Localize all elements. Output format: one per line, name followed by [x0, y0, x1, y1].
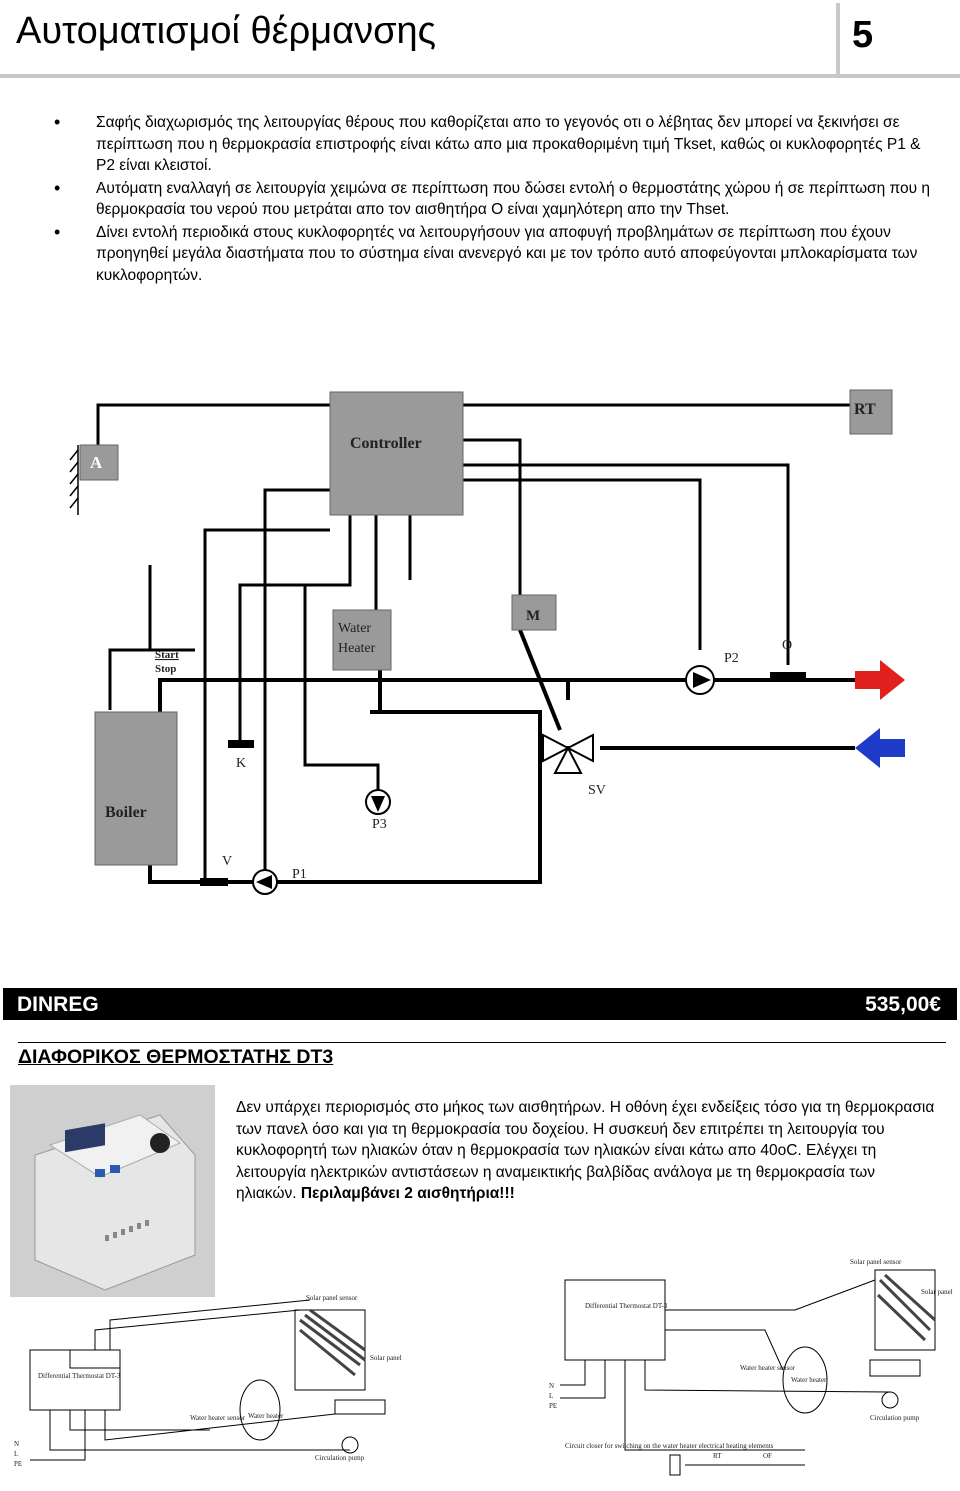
label-p1: P1 — [292, 867, 307, 882]
controller-box — [329, 391, 464, 516]
sensor-o — [770, 672, 806, 680]
wire-p1-controller — [263, 488, 330, 880]
wl-solar-panel: Solar panel — [370, 1354, 402, 1362]
motor-box — [511, 594, 557, 631]
label-v: V — [222, 854, 232, 869]
wl-pump: Circulation pump — [315, 1454, 365, 1462]
wr-circuit-closer: Circuit closer for switching on the wate… — [565, 1442, 774, 1450]
wire-k-controller — [238, 583, 320, 740]
sensor-v — [200, 878, 228, 886]
wr-solar-panel: Solar panel — [921, 1288, 953, 1296]
wr-water-heater-sensor: Water heater sensor — [740, 1364, 796, 1372]
product-title: ΔΙΑΦΟΡΙΚΟΣ ΘΕΡΜΟΣΤΑΤΗΣ DT3 — [18, 1046, 334, 1068]
boiler-box — [94, 711, 178, 866]
wr-solar-sensor: Solar panel sensor — [850, 1258, 902, 1266]
pipe-m-valve — [518, 629, 562, 731]
wire-a-controller — [96, 403, 330, 450]
heating-system-diagram: A Controller RT M Water Heater Start Sto… — [69, 389, 905, 895]
water-heater-box — [332, 609, 392, 671]
wire-o-controller — [463, 463, 790, 665]
product-description: Δεν υπάρχει περιορισμός στο μήκος των αι… — [236, 1097, 936, 1205]
feature-item: Σαφής διαχωρισμός της λειτουργίας θέρους… — [52, 112, 942, 177]
wire-boiler-start — [108, 648, 150, 710]
label-heater: Heater — [338, 641, 376, 656]
feature-item: Αυτόματη εναλλαγή σε λειτουργία χειμώνα … — [52, 178, 942, 221]
label-controller: Controller — [350, 435, 422, 452]
wr-of: OF — [763, 1452, 772, 1460]
wiring-diagram-left: Differential Thermostat DT-3 Solar panel… — [14, 1294, 402, 1468]
arrow-in — [855, 728, 905, 768]
wall-hatch — [69, 445, 79, 515]
label-p2: P2 — [724, 651, 739, 666]
price-bar: DINREG 535,00€ — [3, 988, 957, 1020]
page-header: Αυτοματισμοί θέρμανσης 5 — [0, 0, 960, 80]
sensor-k — [228, 740, 254, 748]
wire-start-stop — [148, 565, 195, 652]
wire-m-controller — [463, 438, 522, 595]
wire-v-controller — [203, 528, 330, 880]
wl-solar-sensor: Solar panel sensor — [306, 1294, 358, 1302]
wiring-diagram-right: Differential Thermostat DT-3 Solar panel… — [549, 1258, 953, 1476]
pipe-return — [148, 746, 580, 884]
rt-box — [849, 389, 893, 435]
label-a: A — [90, 453, 103, 472]
title-rule — [18, 1042, 946, 1043]
wl-water-heater-sensor: Water heater sensor — [190, 1414, 246, 1422]
label-water: Water — [338, 621, 371, 636]
wl-n: N — [14, 1440, 19, 1448]
product-sensors-note: Περιλαμβάνει 2 αισθητήρια!!! — [300, 1185, 515, 1202]
wl-thermostat: Differential Thermostat DT-3 — [38, 1372, 121, 1380]
label-sv: SV — [588, 783, 606, 798]
label-o: O — [782, 638, 792, 653]
wl-l: L — [14, 1450, 18, 1458]
wr-rt: RT — [713, 1452, 722, 1460]
feature-item: Δίνει εντολή περιοδικά στους κυκλοφορητέ… — [52, 222, 942, 287]
thermostat-photo — [10, 1085, 215, 1297]
label-p3: P3 — [372, 817, 387, 832]
wire-p2-controller — [463, 478, 702, 650]
wr-pump: Circulation pump — [870, 1414, 920, 1422]
header-rule — [0, 74, 960, 78]
wl-water-heater: Water heater — [248, 1412, 284, 1420]
feature-list: Σαφής διαχωρισμός της λειτουργίας θέρους… — [52, 112, 942, 287]
label-m: M — [526, 608, 540, 624]
wr-l: L — [549, 1392, 553, 1400]
page-number: 5 — [852, 14, 874, 56]
pipe-p3 — [370, 710, 542, 748]
wl-pe: PE — [14, 1460, 22, 1468]
header-divider — [836, 3, 840, 75]
label-boiler: Boiler — [105, 804, 147, 821]
label-start: Start — [155, 649, 179, 661]
wr-pe: PE — [549, 1402, 557, 1410]
wr-thermostat: Differential Thermostat DT-3 — [585, 1302, 668, 1310]
arrow-out — [855, 660, 905, 700]
label-stop: Stop — [155, 663, 176, 675]
label-rt: RT — [854, 401, 876, 418]
wr-n: N — [549, 1382, 554, 1390]
product-name: DINREG — [17, 993, 99, 1016]
valve-sv — [542, 733, 594, 774]
product-price: 535,00€ — [865, 993, 941, 1016]
wr-water-heater: Water heater — [791, 1376, 827, 1384]
wire-p3-controller — [303, 515, 380, 790]
page-title: Αυτοματισμοί θέρμανσης — [16, 10, 436, 52]
product-description-text: Δεν υπάρχει περιορισμός στο μήκος των αι… — [236, 1099, 935, 1202]
sensor-a-box — [79, 444, 119, 481]
label-k: K — [236, 756, 246, 771]
pipe-supply — [158, 678, 855, 712]
